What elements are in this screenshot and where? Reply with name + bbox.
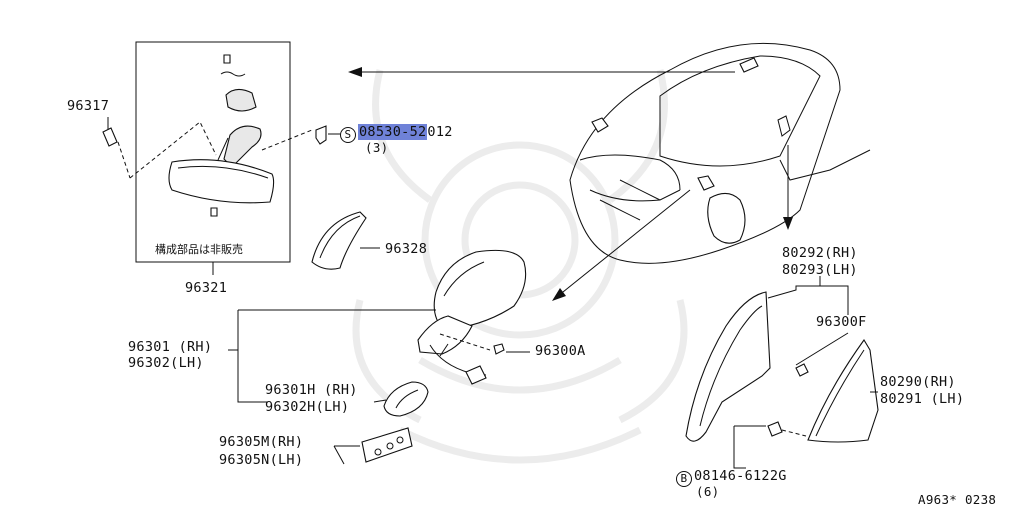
part-label-80291: 80291 (LH)	[880, 391, 965, 407]
car-body	[569, 42, 871, 264]
part-label-96321: 96321	[185, 280, 228, 296]
figure-code: A963* 0238	[918, 492, 997, 507]
clip-96300F	[795, 363, 809, 377]
part-label-80292: 80292(RH)	[782, 245, 858, 261]
part-label-96300F: 96300F	[816, 314, 867, 330]
part-label-96305M: 96305M(RH)	[219, 434, 304, 450]
watermark-crest	[352, 69, 688, 464]
rear-view-mirror	[168, 54, 275, 217]
part-number-rest: 012	[427, 124, 453, 140]
gasket-96328	[311, 211, 367, 270]
part-label-80293: 80293(LH)	[782, 262, 858, 278]
corner-trim-80292	[685, 291, 771, 442]
inset-box	[135, 41, 291, 263]
part-label-96317: 96317	[67, 98, 110, 114]
part-label-96305N: 96305N(LH)	[219, 452, 304, 468]
inset-note: 構成部品は非販売	[155, 243, 243, 256]
arrows	[348, 67, 793, 301]
highlighted-part-number[interactable]: 08530-52	[358, 124, 428, 140]
bolt-qty: (6)	[696, 484, 720, 499]
screw-96300A-icon	[493, 343, 505, 355]
part-label-80290: 80290(RH)	[880, 374, 956, 390]
part-label-96302: 96302(LH)	[128, 355, 204, 371]
part-label-96328: 96328	[385, 241, 428, 257]
part-label-96302H: 96302H(LH)	[265, 399, 350, 415]
screw-icon	[315, 125, 327, 145]
cap-96317	[102, 127, 118, 147]
mirror-glass	[383, 381, 429, 417]
part-label-96301H: 96301H (RH)	[265, 382, 358, 398]
door-mirror	[417, 249, 527, 385]
part-label-96300A: 96300A	[535, 343, 586, 359]
bolt-part-number: 08146-6122G	[694, 468, 787, 484]
inner-cover-80290	[807, 339, 879, 443]
b-symbol: B	[676, 471, 692, 487]
s-symbol: S	[340, 127, 356, 143]
part-label-96301: 96301 (RH)	[128, 339, 213, 355]
screw-qty: (3)	[365, 140, 389, 155]
bolt-icon	[767, 421, 783, 437]
